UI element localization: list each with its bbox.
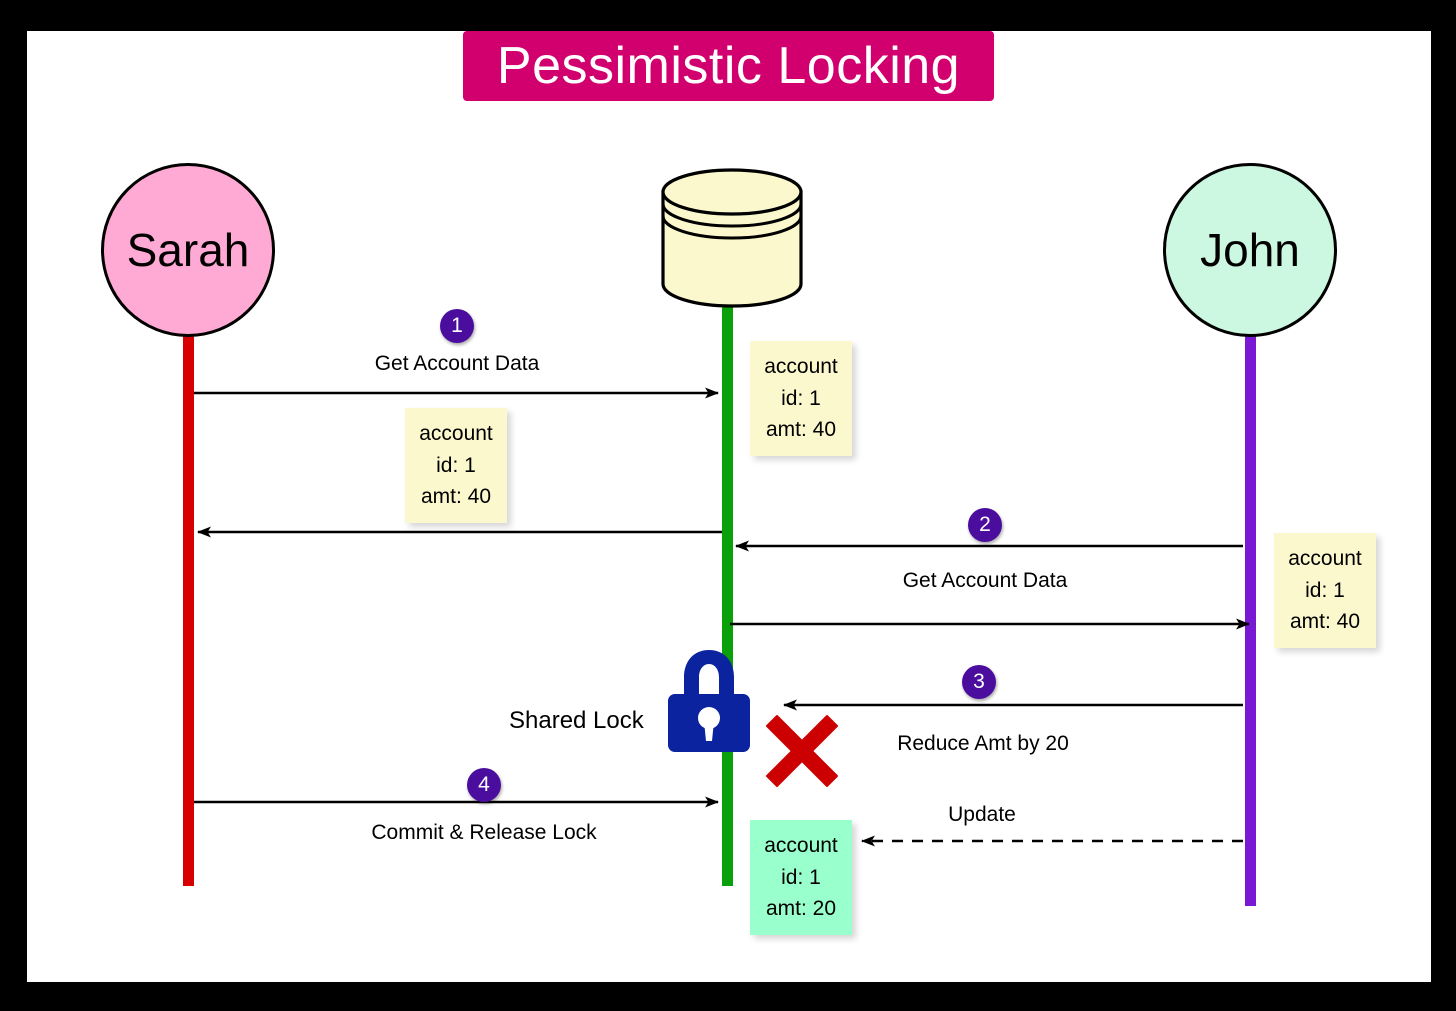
shared-lock-label: Shared Lock	[509, 707, 644, 734]
lifeline-database	[722, 306, 733, 886]
note-line: account	[764, 834, 838, 857]
note-line: id: 1	[1305, 578, 1345, 602]
step-badge-1: 1	[440, 309, 474, 343]
lifeline-sarah	[183, 330, 194, 886]
lifeline-john	[1245, 330, 1256, 906]
note-line: amt: 20	[765, 897, 837, 920]
actor-sarah-label: Sarah	[126, 224, 250, 276]
note-line: id: 1	[781, 865, 821, 889]
padlock-icon	[666, 646, 752, 756]
note-sarah-received: account id: 1 amt: 40	[405, 408, 507, 523]
step-label-4: Commit & Release Lock	[371, 821, 597, 844]
step-label-1: Get Account Data	[374, 352, 540, 375]
step-badge-2: 2	[968, 508, 1002, 542]
note-line: amt: 40	[420, 485, 492, 508]
note-line: id: 1	[781, 386, 821, 410]
update-label: Update	[948, 803, 1016, 826]
note-line: account	[419, 422, 493, 445]
step-badge-3-number: 3	[973, 670, 985, 693]
diagram-title-banner: Pessimistic Locking	[463, 31, 994, 101]
note-database-initial: account id: 1 amt: 40	[750, 341, 852, 456]
step-badge-3: 3	[962, 665, 996, 699]
step-label-3: Reduce Amt by 20	[897, 732, 1069, 755]
actor-sarah[interactable]: Sarah	[101, 163, 275, 337]
step-badge-1-number: 1	[451, 314, 463, 337]
page-title: Pessimistic Locking	[496, 37, 961, 95]
note-line: id: 1	[436, 453, 476, 477]
step-badge-4: 4	[467, 768, 501, 802]
step-badge-2-number: 2	[979, 513, 991, 536]
note-john-received: account id: 1 amt: 40	[1274, 533, 1376, 648]
database-icon[interactable]	[660, 168, 804, 308]
note-database-updated: account id: 1 amt: 20	[750, 820, 852, 935]
step-label-2: Get Account Data	[902, 569, 1068, 592]
step-badge-4-number: 4	[478, 773, 490, 796]
note-line: account	[1288, 547, 1362, 570]
actor-john[interactable]: John	[1163, 163, 1337, 337]
note-line: amt: 40	[1289, 610, 1361, 633]
actor-john-label: John	[1200, 224, 1300, 276]
note-line: amt: 40	[765, 418, 837, 441]
note-line: account	[764, 355, 838, 378]
red-x-icon	[763, 712, 841, 790]
